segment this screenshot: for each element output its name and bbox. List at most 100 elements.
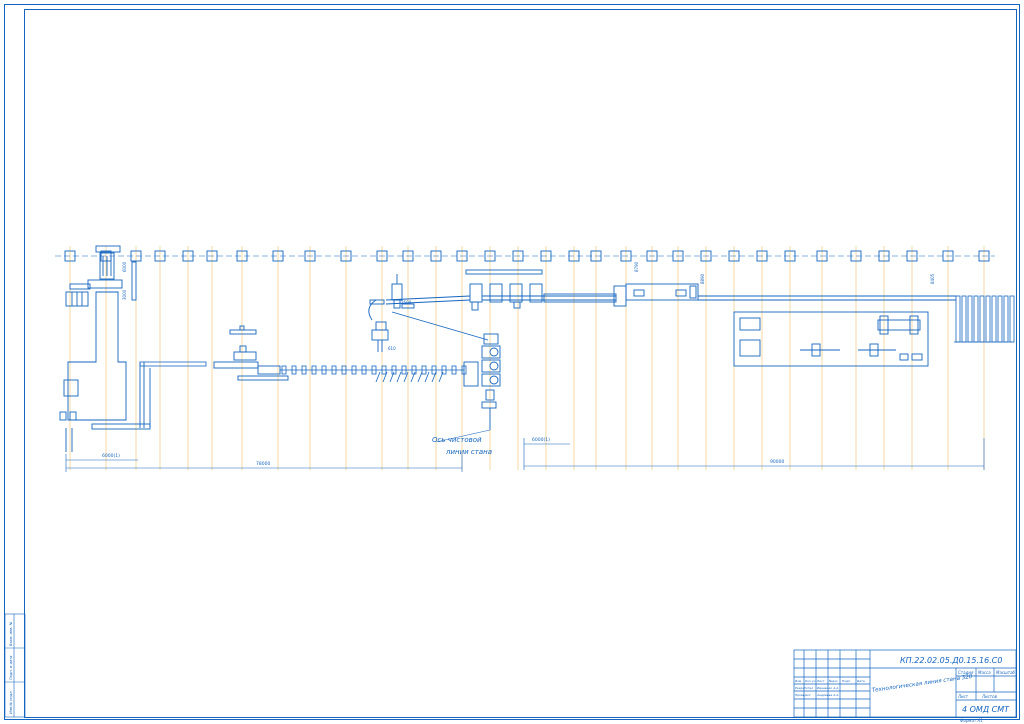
discharge-bar: [979, 295, 985, 343]
outer-frame: [4, 4, 1020, 720]
skid: [382, 371, 388, 383]
roller-table-2: [280, 365, 467, 375]
column-marker: [272, 250, 284, 262]
column-marker: [850, 250, 862, 262]
discharge-bar: [1009, 295, 1015, 343]
stage-header: Стадия: [958, 670, 974, 675]
dim-2500: 2500: [401, 300, 412, 305]
column-marker: [620, 250, 632, 262]
column-marker: [430, 250, 442, 262]
roughing-mill: [368, 269, 616, 352]
checked-label: Проверил: [795, 693, 810, 697]
column-marker: [402, 250, 414, 262]
dim-8790: 8790: [634, 261, 639, 272]
column-marker: [484, 250, 496, 262]
column-marker: [906, 250, 918, 262]
shear-station: [213, 325, 289, 381]
discharge-bar: [967, 295, 973, 343]
column-marker: [568, 250, 580, 262]
skid: [403, 371, 409, 383]
dim-78000: 78000: [256, 461, 270, 467]
skid: [389, 371, 395, 383]
column-marker: [784, 250, 796, 262]
skid: [431, 371, 437, 383]
sheets-label: Листов: [981, 694, 998, 699]
roller-table-1: [139, 361, 207, 367]
developed-label: Разработал: [795, 686, 813, 690]
dim-610: 610: [388, 346, 396, 351]
column-marker: [590, 250, 602, 262]
dim-8890: 8890: [700, 273, 705, 284]
skid: [424, 371, 430, 383]
column-marker: [756, 250, 768, 262]
skid: [438, 371, 444, 383]
skid: [375, 371, 381, 383]
format-label: Формат А1: [960, 718, 983, 723]
dim-3000-vertical: 3000: [122, 289, 127, 300]
cooling-skids: [375, 371, 444, 383]
discharge-bar: [973, 295, 979, 343]
column-marker: [728, 250, 740, 262]
column-marker: [700, 250, 712, 262]
discharge-bar: [1003, 295, 1009, 343]
org-label: 4 ОМД СМТ: [962, 705, 1010, 714]
col-izm: Изм: [795, 679, 801, 683]
column-marker: [304, 250, 316, 262]
column-marker: [64, 250, 76, 262]
axis-callout-line2: линии стана: [445, 448, 492, 456]
doc-code: КП.22.02.05.Д0.15.16.С0: [900, 656, 1002, 665]
col-list: Лист: [817, 679, 825, 683]
discharge-bar: [997, 295, 1003, 343]
inner-frame: [24, 9, 1017, 718]
column-marker: [942, 250, 954, 262]
column-marker: [130, 250, 142, 262]
column-marker: [206, 250, 218, 262]
column-marker: [816, 250, 828, 262]
column-marker: [978, 250, 990, 262]
column-marker: [340, 250, 352, 262]
dim-6000-vertical: 6000: [122, 261, 127, 272]
cooling-bed: [733, 311, 929, 367]
checked-name: Андреева А.А.: [816, 693, 839, 697]
col-ndok: №док: [829, 679, 838, 683]
axis-callout-leader: [435, 429, 491, 443]
developed-name: Иваненко А.А.: [817, 686, 839, 690]
strip-sign-date: Подп. и дата: [9, 656, 13, 680]
column-marker: [376, 250, 388, 262]
column-marker: [672, 250, 684, 262]
dim-6000-left: 6000(1): [102, 453, 120, 459]
grid-lines: [69, 246, 985, 470]
column-markers: [64, 250, 990, 262]
column-marker: [540, 250, 552, 262]
sheet-label: Лист: [957, 694, 969, 699]
furnace-area: [59, 245, 151, 452]
column-marker: [154, 250, 166, 262]
col-data: Дата: [857, 679, 865, 683]
feed-section: [543, 283, 956, 307]
column-marker: [878, 250, 890, 262]
dim-8405: 8405: [930, 273, 935, 284]
drawing-title: Технологическая линия стана 320: [871, 674, 973, 694]
column-marker: [646, 250, 658, 262]
left-margin-strip: [4, 613, 26, 718]
strip-inv-dup: Взам. инв. №: [9, 621, 13, 646]
col-kol: Кол.уч: [805, 679, 816, 683]
skid: [417, 371, 423, 383]
strip-inv-orig: Инв.№ подл.: [9, 690, 13, 714]
discharge-bar: [961, 295, 967, 343]
discharge-grid: [954, 295, 1015, 343]
axis-callout-line1: Ось чистовой: [432, 436, 482, 444]
dim-6000-right: 6000(1): [532, 437, 550, 443]
column-marker: [512, 250, 524, 262]
discharge-bar: [955, 295, 961, 343]
discharge-bar: [985, 295, 991, 343]
discharge-bar: [991, 295, 997, 343]
column-marker: [182, 250, 194, 262]
scale-header: Масштаб: [996, 670, 1016, 675]
col-podp: Подп.: [842, 679, 851, 683]
column-marker: [236, 250, 248, 262]
skid: [410, 371, 416, 383]
finishing-stands: [463, 333, 501, 430]
dim-90000: 90000: [770, 459, 784, 465]
